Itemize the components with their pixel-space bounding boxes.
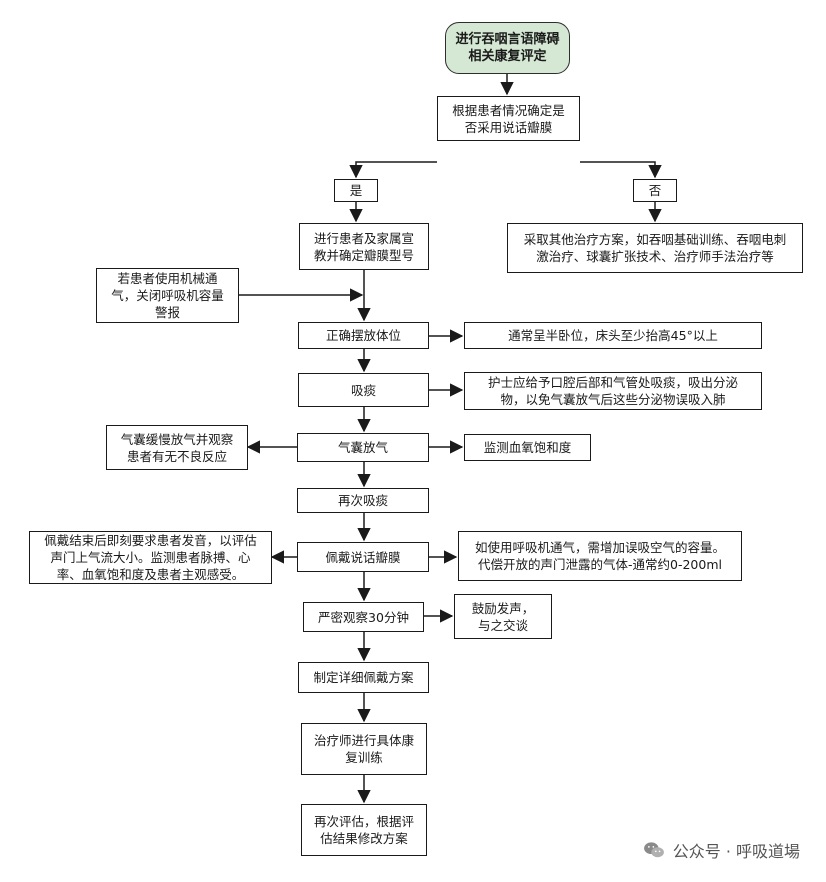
node-other-treatment: 采取其他治疗方案，如吞咽基础训练、吞咽电刺 激治疗、球囊扩张技术、治疗师手法治疗… [507,223,803,273]
node-deflate-right: 监测血氧饱和度 [464,434,591,461]
node-suction-again: 再次吸痰 [297,488,429,513]
node-wear-valve: 佩戴说话瓣膜 [297,542,429,572]
node-position: 正确摆放体位 [298,322,429,349]
wechat-icon [643,842,664,858]
node-suction: 吸痰 [298,373,429,407]
node-deflate-left: 气囊缓慢放气并观察 患者有无不良反应 [106,425,248,470]
watermark-text: 公众号 · 呼吸道場 [672,842,800,861]
node-wear-left: 佩戴结束后即刻要求患者发音，以评估 声门上气流大小。监测患者脉搏、心 率、血氧饱… [29,531,272,584]
node-plan: 制定详细佩戴方案 [298,662,429,693]
node-ventilator-alarm: 若患者使用机械通 气，关闭呼吸机容量 警报 [96,268,239,323]
node-observe-note: 鼓励发声， 与之交谈 [454,594,552,639]
node-position-note: 通常呈半卧位，床头至少抬高45°以上 [464,322,762,349]
node-no: 否 [633,179,677,202]
node-observe: 严密观察30分钟 [303,602,424,632]
edge-decide-yes [349,161,437,179]
edge-decide-no [580,161,662,179]
node-wear-right: 如使用呼吸机通气，需增加误吸空气的容量。 代偿开放的声门泄露的气体-通常约0-2… [458,531,742,581]
watermark: 公众号 · 呼吸道場 [643,838,800,862]
node-start: 进行吞咽言语障碍 相关康复评定 [445,22,570,74]
node-yes: 是 [334,179,378,202]
node-therapist: 治疗师进行具体康 复训练 [301,723,427,775]
node-decide: 根据患者情况确定是 否采用说话瓣膜 [437,96,580,141]
node-educate: 进行患者及家属宣 教并确定瓣膜型号 [299,223,429,270]
node-reassess: 再次评估，根据评 估结果修改方案 [301,804,427,856]
node-deflate: 气囊放气 [297,433,429,462]
node-suction-note: 护士应给予口腔后部和气管处吸痰，吸出分泌 物，以免气囊放气后这些分泌物误吸入肺 [464,372,762,410]
